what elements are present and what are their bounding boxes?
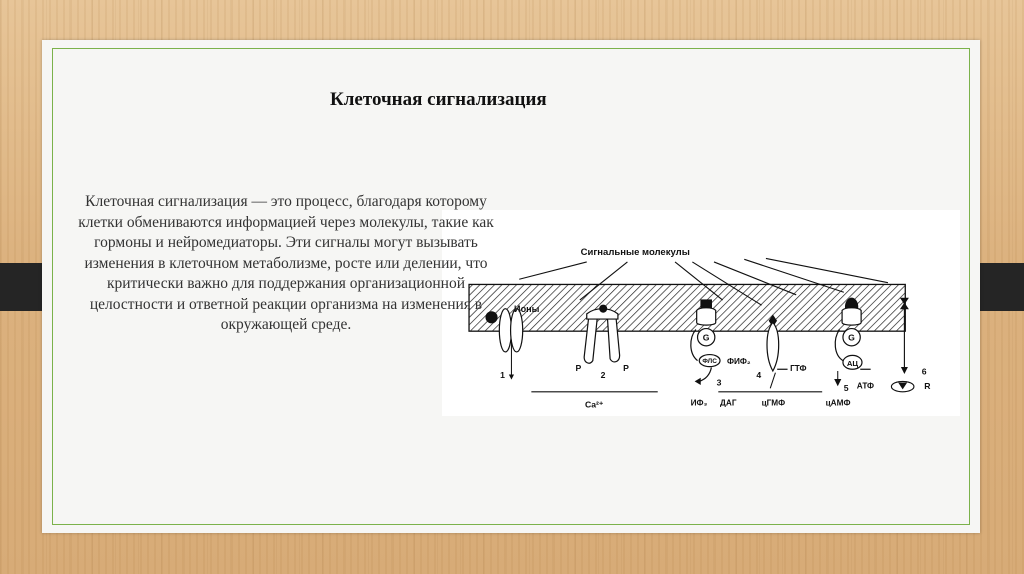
label-1: 1 <box>500 370 505 380</box>
label-dag: ДАГ <box>720 399 737 408</box>
slide-title: Клеточная сигнализация <box>330 89 547 110</box>
signal-molecules-label: Сигнальные молекулы <box>581 247 690 258</box>
label-fls: ФЛС <box>702 358 717 365</box>
slide-body-text: Клеточная сигнализация — это процесс, бл… <box>78 193 494 333</box>
label-6: 6 <box>922 366 927 376</box>
label-if3: ИФ₃ <box>691 399 708 408</box>
label-3: 3 <box>717 378 722 388</box>
label-cgmf: цГМФ <box>762 399 786 408</box>
label-2: 2 <box>601 370 606 380</box>
label-p1: Р <box>575 363 581 373</box>
label-ca2: Ca²⁺ <box>585 399 604 409</box>
kinase-receptor <box>583 304 621 364</box>
label-atf: АТФ <box>857 381 874 390</box>
label-gtf: ГТФ <box>790 364 806 373</box>
ion-channel <box>485 308 524 380</box>
label-camf: цАМФ <box>826 399 851 408</box>
label-g1: G <box>703 333 710 343</box>
signal-lines <box>519 257 889 306</box>
receptor-r <box>890 297 915 393</box>
g-protein-flc <box>690 299 721 386</box>
label-r: R <box>924 381 931 391</box>
label-4: 4 <box>756 370 761 380</box>
adenylate-cyclase <box>834 297 871 387</box>
slide: Клеточная сигнализация <box>42 40 980 533</box>
label-p2: Р <box>623 363 629 373</box>
label-g2: G <box>848 333 855 343</box>
slide-frame <box>52 48 970 525</box>
diagram-svg: Сигнальные молекулы Ионы 1 Р 2 Р Ca²⁺ G … <box>468 247 931 409</box>
cell-signaling-diagram: Сигнальные молекулы Ионы 1 Р 2 Р Ca²⁺ G … <box>442 210 960 416</box>
label-fif2: ФИФ₂ <box>727 357 751 366</box>
label-5: 5 <box>844 383 849 393</box>
label-ac: АЦ <box>847 359 859 368</box>
membrane <box>468 283 906 332</box>
ions-label: Ионы <box>514 304 540 314</box>
guanylate-cyclase <box>766 314 788 389</box>
